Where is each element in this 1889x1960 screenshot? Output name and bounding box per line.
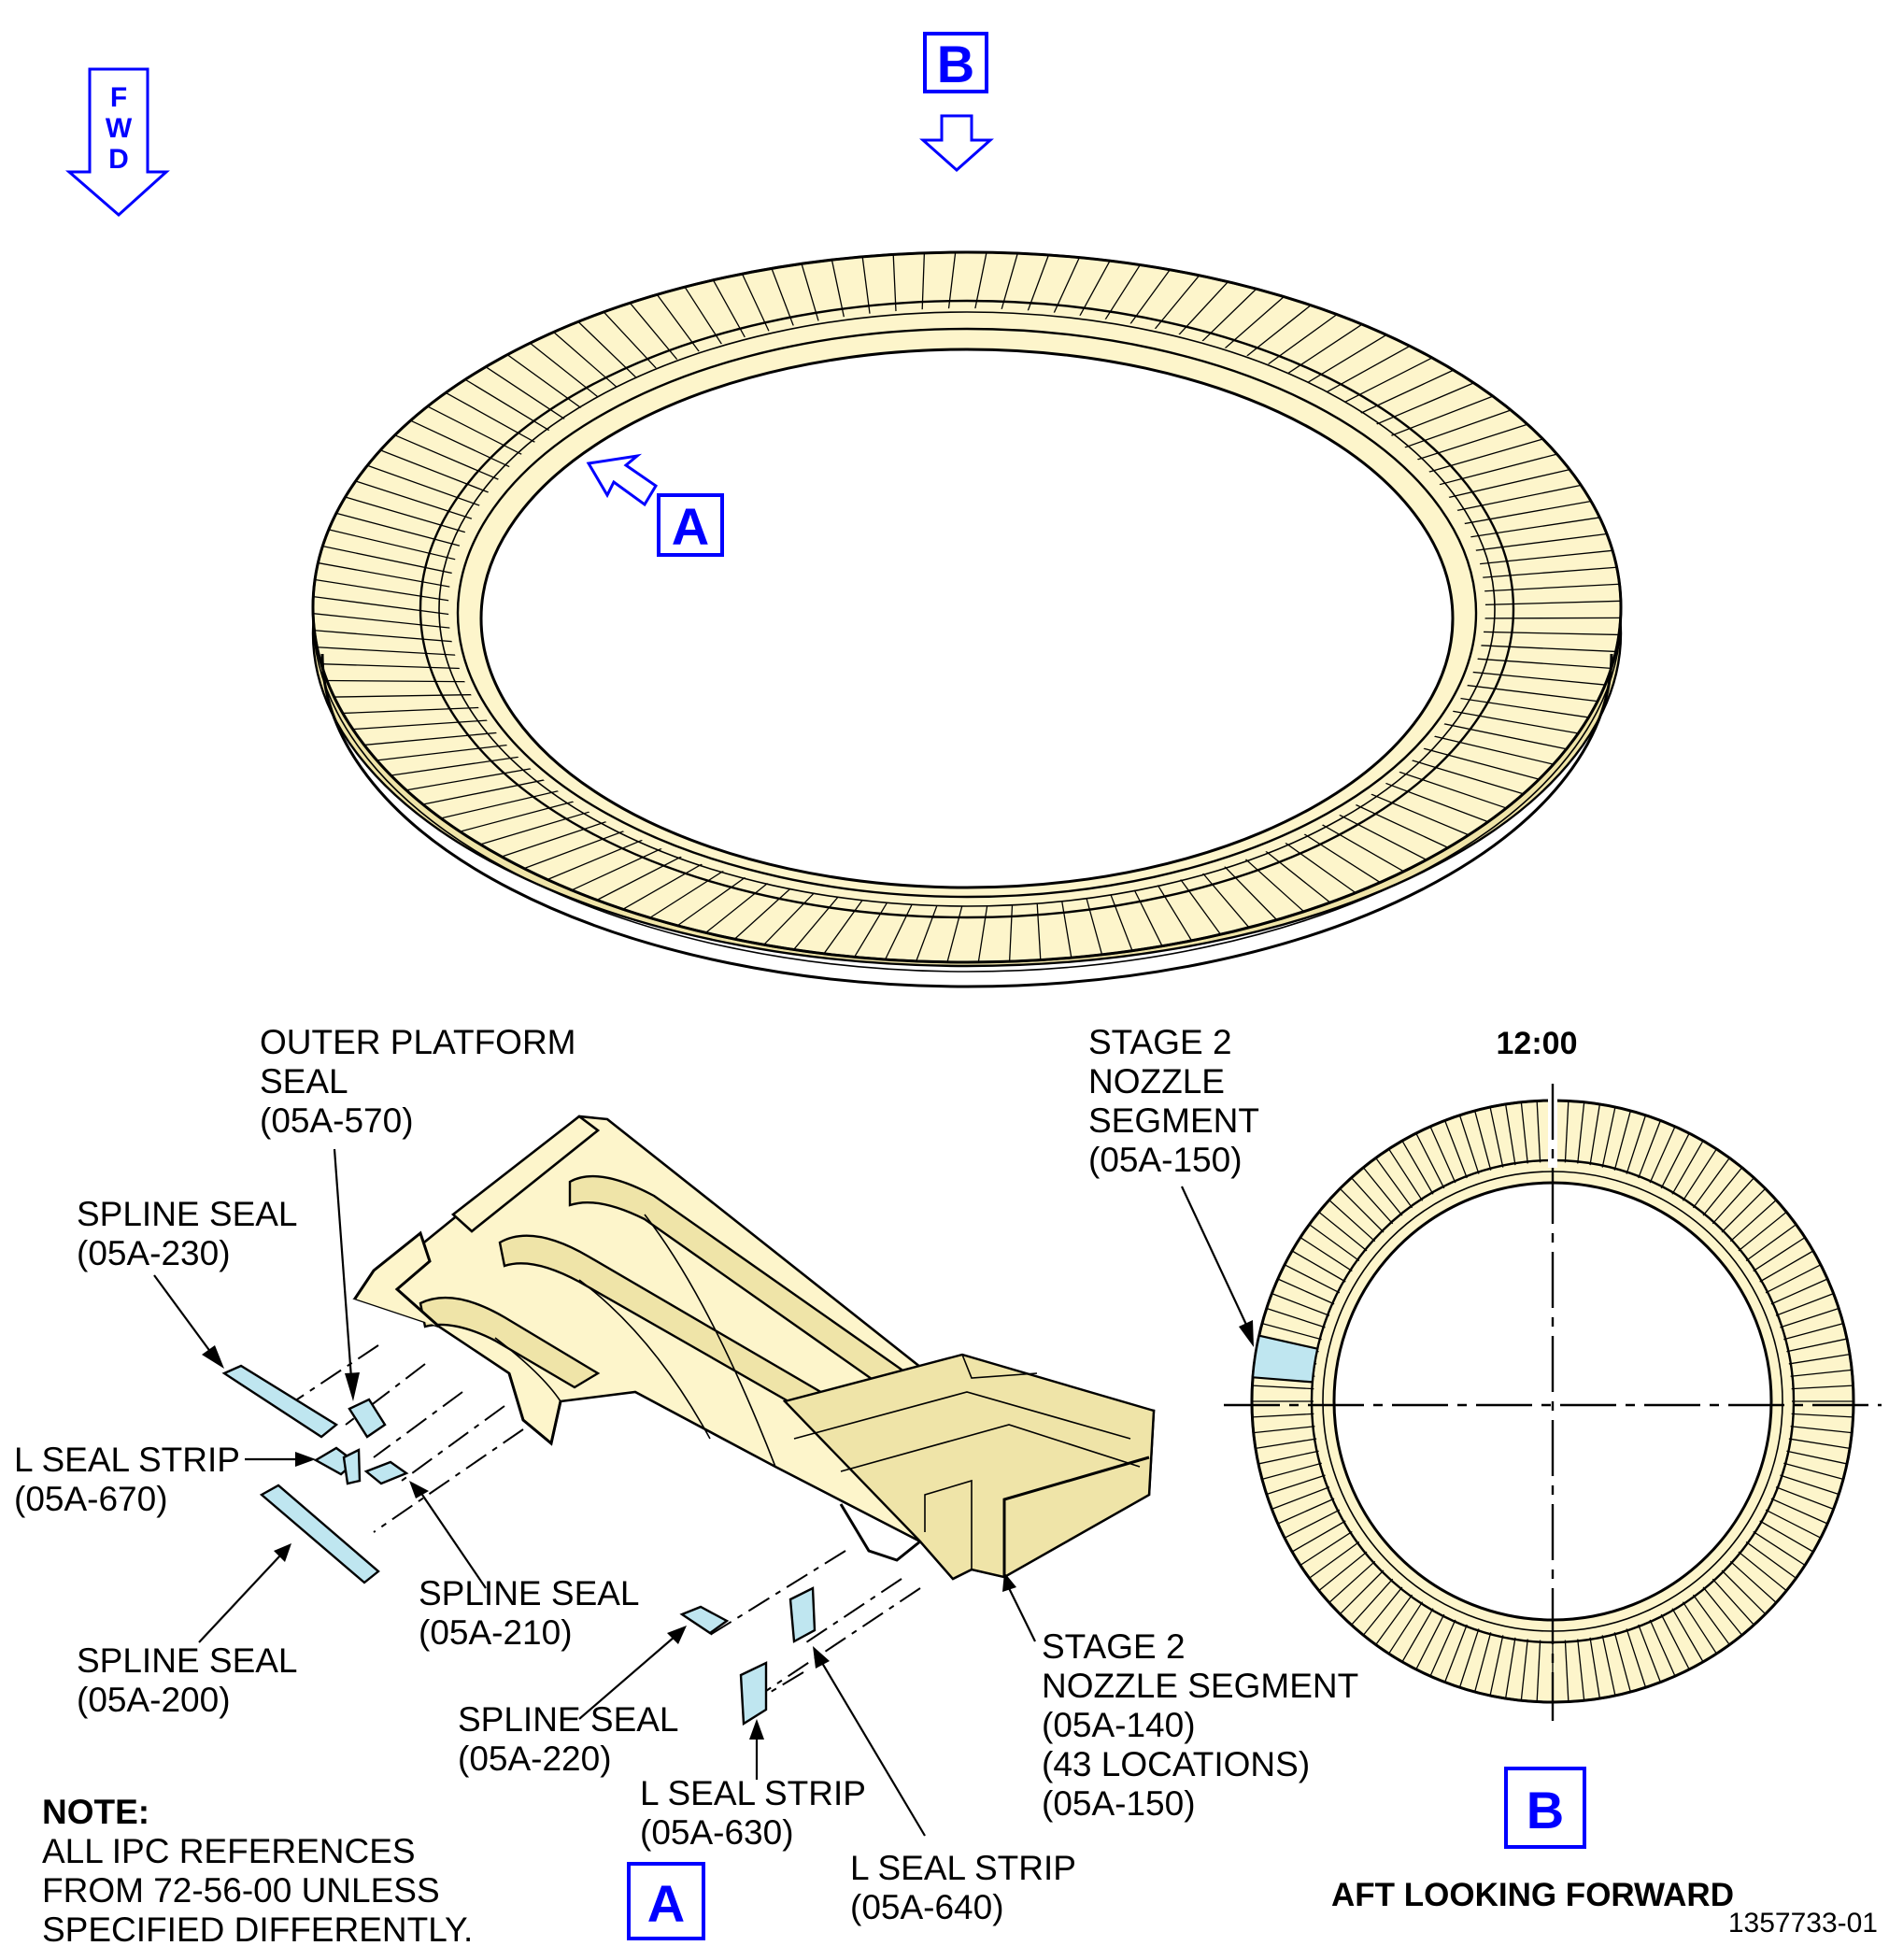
stage2-140-line1: STAGE 2 — [1042, 1627, 1186, 1666]
stage2-150-line4: (05A-150) — [1088, 1141, 1243, 1179]
figure-id: 1357733-01 — [1728, 1908, 1878, 1939]
spline-seal-220-line2: (05A-220) — [458, 1740, 612, 1778]
view-b-marker-top-letter: B — [937, 35, 974, 93]
nozzle-segment-exploded — [352, 1115, 1156, 1581]
l-seal-strip-670-line2: (05A-670) — [14, 1480, 168, 1518]
nozzle-ring-isometric — [311, 250, 1623, 988]
callout-spline-seal-200: SPLINE SEAL (05A-200) — [77, 1641, 298, 1719]
callout-spline-seal-210: SPLINE SEAL (05A-210) — [419, 1574, 640, 1652]
outer-platform-seal-line2: SEAL — [260, 1062, 348, 1101]
spline-seal-200 — [259, 1484, 380, 1584]
l-seal-strip-630 — [739, 1661, 768, 1726]
stage2-140-line2: NOZZLE SEGMENT — [1042, 1667, 1358, 1705]
view-b-marker-bottom: B — [1504, 1767, 1586, 1849]
explode-lines — [293, 1344, 921, 1701]
fwd-letter-f: F — [110, 82, 127, 113]
l-seal-strip-670-b — [342, 1448, 362, 1485]
fwd-letter-d: D — [108, 144, 129, 175]
note-block: NOTE: ALL IPC REFERENCES FROM 72-56-00 U… — [42, 1793, 473, 1949]
spline-seal-230 — [221, 1364, 339, 1439]
l-seal-strip-670-line1: L SEAL STRIP — [14, 1441, 240, 1479]
spline-seal-220 — [679, 1605, 730, 1635]
note-line2: FROM 72-56-00 UNLESS — [42, 1871, 440, 1910]
outer-platform-seal-line1: OUTER PLATFORM — [260, 1023, 576, 1061]
view-b-marker-top: B — [919, 32, 994, 173]
l-seal-strip-640-line2: (05A-640) — [850, 1888, 1004, 1926]
callout-spline-seal-230: SPLINE SEAL (05A-230) — [77, 1195, 298, 1272]
view-b-caption: AFT LOOKING FORWARD — [1331, 1877, 1734, 1913]
spline-seal-220-line1: SPLINE SEAL — [458, 1700, 679, 1739]
outer-platform-seal-line3: (05A-570) — [260, 1101, 414, 1140]
ring-b-vanes — [1252, 1101, 1853, 1702]
stage2-150-line1: STAGE 2 — [1088, 1023, 1232, 1061]
seals — [221, 1364, 817, 1726]
callout-outer-platform-seal: OUTER PLATFORM SEAL (05A-570) — [260, 1023, 576, 1140]
callout-l-seal-strip-630: L SEAL STRIP (05A-630) — [640, 1774, 866, 1852]
leader-lines — [153, 1148, 1036, 1837]
note-line1: ALL IPC REFERENCES — [42, 1832, 416, 1870]
stage2-150-line3: SEGMENT — [1088, 1101, 1259, 1140]
nozzle-ring-view-b — [1181, 1084, 1882, 1721]
spline-seal-210-line1: SPLINE SEAL — [419, 1574, 640, 1612]
spline-seal-230-line1: SPLINE SEAL — [77, 1195, 298, 1233]
l-seal-strip-640 — [788, 1586, 817, 1643]
stage2-150-line2: NOZZLE — [1088, 1062, 1225, 1101]
callout-l-seal-strip-670: L SEAL STRIP (05A-670) — [14, 1441, 240, 1518]
spline-seal-210-line2: (05A-210) — [419, 1613, 573, 1652]
highlighted-segment — [1251, 1334, 1319, 1384]
spline-seal-230-line2: (05A-230) — [77, 1234, 231, 1272]
view-b-arrow-icon — [919, 114, 994, 173]
view-a-marker-top: A — [586, 453, 724, 557]
l-seal-strip-640-line1: L SEAL STRIP — [850, 1849, 1076, 1887]
view-b-marker-bottom-letter: B — [1527, 1781, 1564, 1839]
callout-stage2-segment-140: STAGE 2 NOZZLE SEGMENT (05A-140) (43 LOC… — [1042, 1627, 1358, 1823]
view-a-marker-top-letter: A — [672, 497, 709, 556]
spline-seal-200-line1: SPLINE SEAL — [77, 1641, 298, 1680]
note-line3: SPECIFIED DIFFERENTLY. — [42, 1910, 473, 1949]
view-a-arrow-icon — [586, 453, 659, 507]
l-seal-strip-630-line2: (05A-630) — [640, 1813, 794, 1852]
view-a-marker-bottom-letter: A — [647, 1874, 685, 1933]
callout-stage2-segment-150: STAGE 2 NOZZLE SEGMENT (05A-150) — [1088, 1023, 1259, 1179]
fwd-letter-w: W — [106, 113, 133, 144]
callout-spline-seal-220: SPLINE SEAL (05A-220) — [458, 1700, 679, 1778]
note-title: NOTE: — [42, 1793, 149, 1831]
stage2-140-line4: (43 LOCATIONS) — [1042, 1745, 1310, 1783]
stage2-140-line3: (05A-140) — [1042, 1706, 1196, 1744]
spline-seal-200-line2: (05A-200) — [77, 1681, 231, 1719]
stage2-140-line5: (05A-150) — [1042, 1784, 1196, 1823]
spline-seal-210 — [363, 1460, 409, 1485]
callout-l-seal-strip-640: L SEAL STRIP (05A-640) — [850, 1849, 1076, 1926]
clock-label: 12:00 — [1497, 1026, 1578, 1061]
outer-platform-seal — [348, 1398, 387, 1439]
l-seal-strip-630-line1: L SEAL STRIP — [640, 1774, 866, 1812]
view-a-marker-bottom: A — [627, 1862, 705, 1940]
fwd-arrow-icon: F W D — [64, 67, 170, 218]
